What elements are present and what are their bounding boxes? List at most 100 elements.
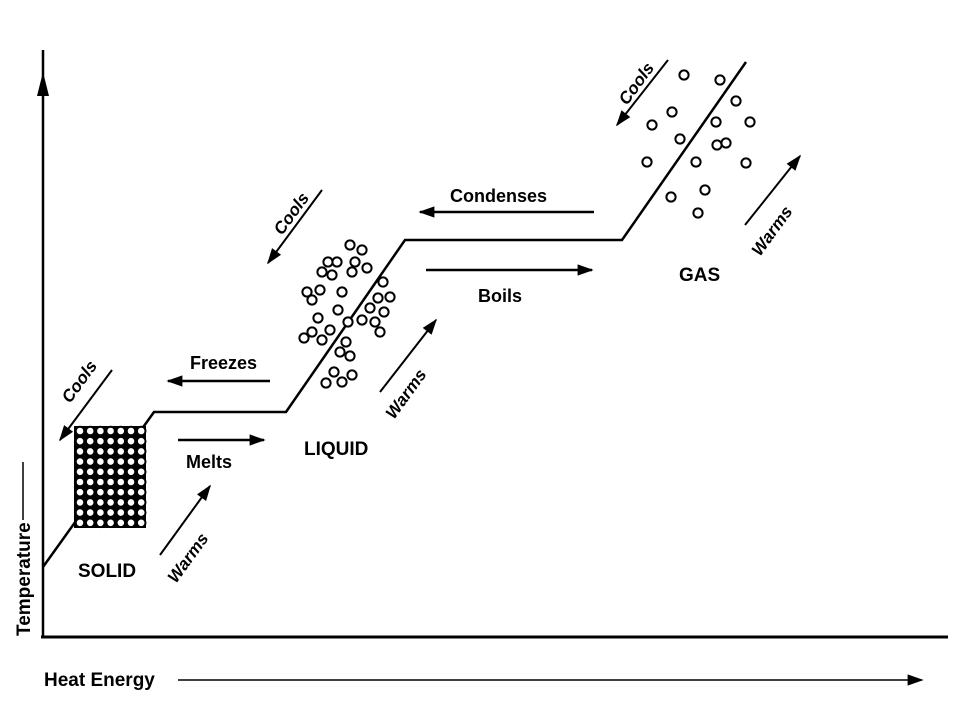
solid-particle <box>95 517 106 529</box>
boils-label: Boils <box>478 286 522 306</box>
liquid-particle <box>344 239 356 251</box>
solid-particle <box>135 435 147 447</box>
liquid-particle <box>316 266 328 278</box>
solid-particle <box>74 497 86 508</box>
liquid-particle <box>372 292 384 304</box>
solid-cools-arrow <box>59 369 113 442</box>
liquid-particle <box>349 256 361 268</box>
gas-particle <box>646 119 658 131</box>
freezes-label: Freezes <box>190 353 257 373</box>
solid-particle <box>115 486 127 498</box>
solid-particle <box>105 446 116 457</box>
liquid-particle <box>336 286 348 298</box>
solid-particle <box>115 466 127 478</box>
solid-particle <box>74 466 86 478</box>
liquid-particle <box>364 302 376 314</box>
solid-particle <box>95 446 106 457</box>
solid-particle <box>125 476 137 488</box>
liquid-particle <box>331 256 343 268</box>
liquid-particle <box>314 284 326 296</box>
gas-particle <box>740 157 752 169</box>
solid-particle <box>84 425 96 437</box>
solid-particle <box>105 466 116 478</box>
solid-particle <box>84 486 96 498</box>
solid-particle <box>95 507 106 518</box>
solid-particle <box>74 425 86 437</box>
solid-particle <box>105 456 116 467</box>
solid-particle <box>105 425 116 437</box>
solid-particle <box>135 456 147 467</box>
solid-particle <box>125 446 137 457</box>
solid-particle <box>74 507 86 518</box>
x-axis-label: Heat Energy <box>44 670 155 691</box>
heating-curve <box>41 61 748 568</box>
liquid-particle <box>334 346 346 358</box>
liquid-particle <box>374 326 386 338</box>
solid-label: SOLID <box>78 561 136 582</box>
gas-cools-arrow <box>616 59 669 127</box>
y-axis-arrowhead <box>37 72 49 96</box>
liquid-particle <box>322 256 334 268</box>
liquid-particle <box>377 276 389 288</box>
gas-particle <box>690 156 702 168</box>
liquid-particle <box>346 266 358 278</box>
liquid-particle <box>316 334 328 346</box>
solid-particle <box>95 476 106 488</box>
solid-particle <box>95 486 106 498</box>
gas-particle <box>665 191 677 203</box>
solid-particle <box>105 476 116 488</box>
gas-particle <box>674 133 686 145</box>
gas-particle <box>720 137 732 149</box>
solid-particle <box>115 425 127 437</box>
solid-particle <box>115 497 127 508</box>
gas-particle <box>678 69 690 81</box>
solid-particle <box>84 497 96 508</box>
solid-particle <box>74 486 86 498</box>
solid-particle <box>95 456 106 467</box>
solid-particle <box>125 456 137 467</box>
gas-particle <box>699 184 711 196</box>
solid-particles <box>74 425 147 529</box>
gas-particles <box>641 69 756 219</box>
gas-particle <box>710 116 722 128</box>
solid-particle <box>84 446 96 457</box>
gas-warms-arrow <box>744 154 801 226</box>
solid-particle <box>135 476 147 488</box>
solid-particle <box>74 476 86 488</box>
solid-particle <box>84 507 96 518</box>
liquid-cools-arrow <box>267 189 323 265</box>
solid-particle <box>95 435 106 447</box>
y-axis-label: Temperature <box>14 522 35 636</box>
gas-particle <box>714 74 726 86</box>
solid-cools-label: Cools <box>58 357 101 406</box>
gas-label: GAS <box>679 265 720 286</box>
solid-particle <box>135 517 147 529</box>
liquid-particle <box>356 314 368 326</box>
solid-particle <box>135 486 147 498</box>
solid-particle <box>125 435 137 447</box>
gas-particle <box>666 106 678 118</box>
solid-particle <box>115 476 127 488</box>
solid-particle <box>105 497 116 508</box>
gas-particle <box>692 207 704 219</box>
liquid-particle <box>324 324 336 336</box>
solid-particle <box>74 435 86 447</box>
liquid-particle <box>361 262 373 274</box>
liquid-particle <box>346 369 358 381</box>
solid-particle <box>105 517 116 529</box>
liquid-particle <box>326 269 338 281</box>
gas-particle <box>641 156 653 168</box>
liquid-particle <box>378 306 390 318</box>
solid-particle <box>74 517 86 529</box>
solid-particle <box>115 456 127 467</box>
liquid-particle <box>320 377 332 389</box>
liquid-particle <box>328 366 340 378</box>
liquid-particle <box>306 326 318 338</box>
solid-warms-arrow <box>159 484 211 556</box>
liquid-particle <box>312 312 324 324</box>
solid-particle <box>115 507 127 518</box>
gas-particle <box>730 95 742 107</box>
solid-particle <box>115 446 127 457</box>
solid-particle <box>115 435 127 447</box>
